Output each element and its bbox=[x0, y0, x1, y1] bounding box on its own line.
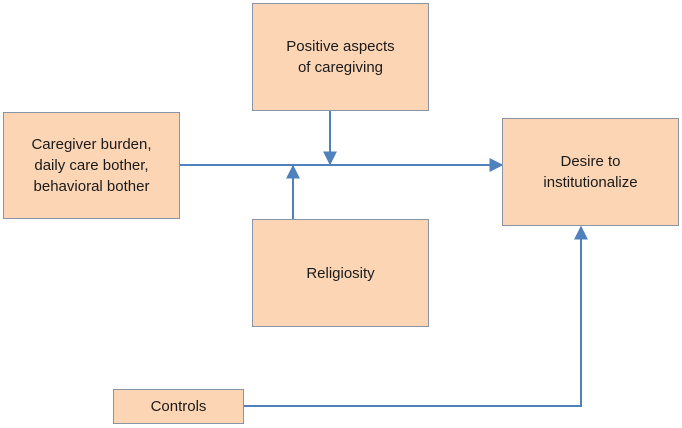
node-caregiver-burden-label: Caregiver burden, daily care bother, beh… bbox=[31, 136, 152, 195]
arrow-controls-to-desire bbox=[244, 225, 588, 407]
node-positive-aspects-label: Positive aspects of caregiving bbox=[286, 38, 395, 76]
node-desire-to-institutionalize: Desire to institutionalize bbox=[502, 118, 679, 226]
node-positive-aspects: Positive aspects of caregiving bbox=[252, 3, 429, 111]
node-caregiver-burden: Caregiver burden, daily care bother, beh… bbox=[3, 112, 180, 219]
node-religiosity-label: Religiosity bbox=[306, 264, 375, 282]
node-religiosity: Religiosity bbox=[252, 219, 429, 327]
node-controls-label: Controls bbox=[150, 398, 207, 415]
node-desire-label: Desire to institutionalize bbox=[543, 153, 638, 191]
node-controls: Controls bbox=[113, 389, 244, 424]
